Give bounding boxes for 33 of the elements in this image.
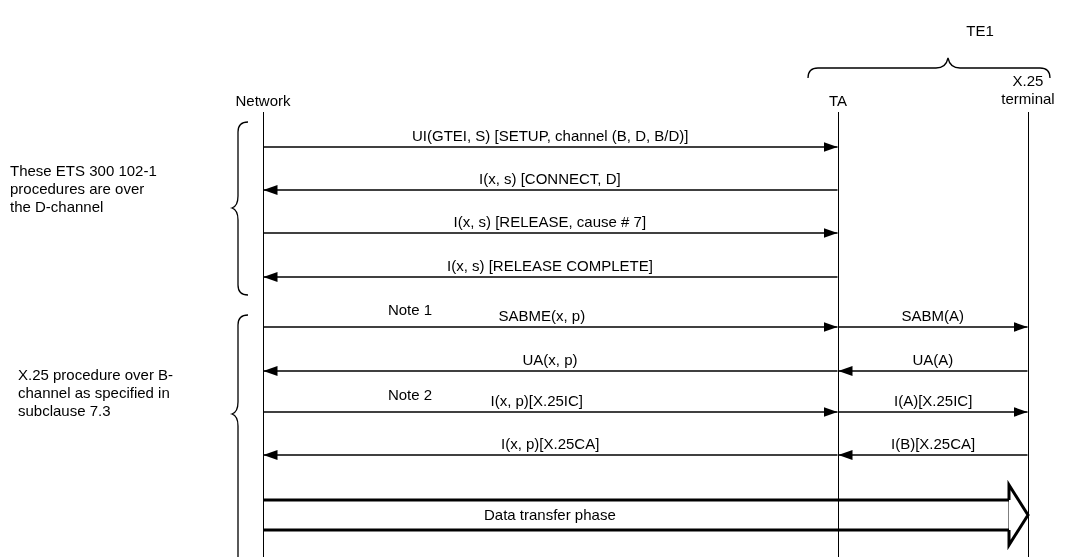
- participant-name: TA: [827, 92, 849, 110]
- note-label: Note 2: [386, 386, 434, 404]
- message-label: UA(x, p): [522, 351, 578, 369]
- participant-name: Network: [234, 92, 292, 110]
- message-label: I(x, s) [RELEASE COMPLETE]: [447, 257, 653, 275]
- message-arrow: [262, 366, 839, 376]
- message-label: I(x, p)[X.25IC]: [490, 392, 584, 410]
- message-arrow: [262, 450, 839, 460]
- note-label: Note 1: [386, 301, 434, 319]
- message-label: UA(A): [912, 351, 954, 369]
- group-label: TE1: [965, 22, 995, 40]
- message-arrow: [262, 322, 839, 332]
- message-label: I(x, p)[X.25CA]: [501, 435, 600, 453]
- message-label: Data transfer phase: [484, 506, 616, 524]
- message-arrow: [837, 366, 1029, 376]
- message-label: I(x, s) [CONNECT, D]: [479, 170, 621, 188]
- message-arrow: [262, 272, 839, 282]
- message-arrow: [262, 228, 839, 238]
- message-arrow: [837, 322, 1029, 332]
- message-arrow: [837, 407, 1029, 417]
- message-arrow: [262, 185, 839, 195]
- message-label: UI(GTEI, S) [SETUP, channel (B, D, B/D)]: [412, 127, 689, 145]
- message-label: SABM(A): [901, 307, 964, 325]
- message-label: SABME(x, p): [498, 307, 586, 325]
- message-label: I(B)[X.25CA]: [891, 435, 976, 453]
- message-arrow: [262, 407, 839, 417]
- message-arrow: [262, 142, 839, 152]
- side-note: X.25 procedure over B-channel as specified in subclause 7.3: [18, 366, 175, 420]
- participant-name: X.25 terminal: [1000, 72, 1056, 108]
- message-label: I(A)[X.25IC]: [894, 392, 973, 410]
- side-note: These ETS 300 102-1 procedures are over the D-channel: [10, 162, 158, 216]
- message-arrow: [837, 450, 1029, 460]
- message-label: I(x, s) [RELEASE, cause # 7]: [453, 213, 647, 231]
